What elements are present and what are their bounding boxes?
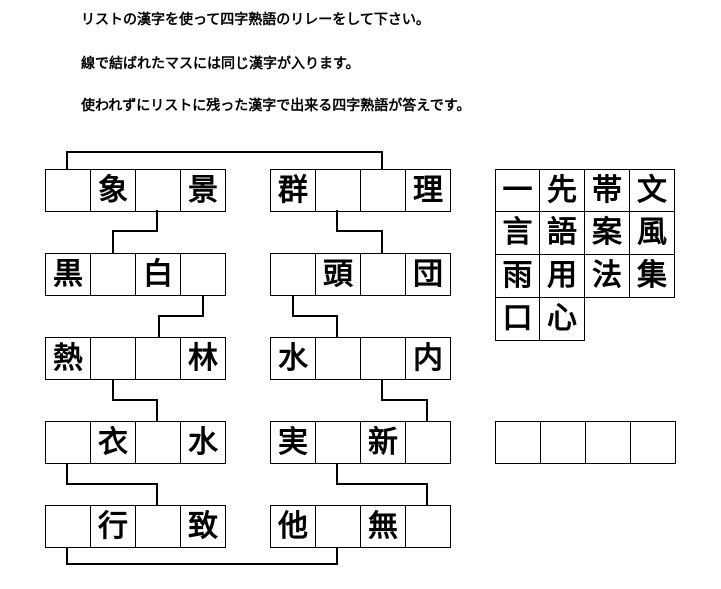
kanji-list-item[interactable]: 風 [630, 212, 675, 255]
link-line [112, 379, 158, 421]
link-line [66, 547, 338, 565]
kanji-list-item[interactable]: 心 [540, 298, 585, 341]
answer-cell[interactable] [496, 421, 541, 464]
kanji-list-item[interactable]: 用 [540, 255, 585, 298]
kanji-cell[interactable] [46, 169, 91, 212]
right-word-row-3: 水 内 [270, 337, 451, 380]
link-line [336, 463, 428, 505]
kanji-cell[interactable]: 無 [361, 505, 406, 548]
kanji-list-item[interactable]: 雨 [495, 255, 540, 298]
kanji-cell[interactable]: 水 [181, 421, 226, 464]
kanji-cell[interactable] [316, 169, 361, 212]
kanji-cell[interactable] [361, 337, 406, 380]
kanji-list-item[interactable]: 語 [540, 212, 585, 255]
kanji-cell[interactable] [136, 505, 181, 548]
kanji-list-item[interactable]: 帯 [585, 169, 630, 212]
kanji-list-item[interactable]: 一 [495, 169, 540, 212]
kanji-cell[interactable]: 黒 [46, 253, 91, 296]
kanji-list-item[interactable]: 法 [585, 255, 630, 298]
kanji-cell[interactable]: 熱 [46, 337, 91, 380]
kanji-cell[interactable]: 理 [406, 169, 451, 212]
link-line [66, 151, 383, 169]
kanji-cell[interactable] [361, 169, 406, 212]
left-word-row-3: 熱 林 [45, 337, 226, 380]
kanji-list-item[interactable]: 文 [630, 169, 675, 212]
kanji-cell[interactable] [316, 337, 361, 380]
link-line [381, 379, 428, 421]
instruction-line-1: リストの漢字を使って四字熟語のリレーをして下さい。 [81, 12, 430, 28]
kanji-cell[interactable] [361, 253, 406, 296]
right-word-row-1: 群 理 [270, 169, 451, 212]
kanji-cell[interactable]: 他 [271, 505, 316, 548]
right-word-row-5: 他 無 [270, 505, 451, 548]
kanji-cell[interactable] [46, 505, 91, 548]
kanji-cell[interactable] [406, 421, 451, 464]
kanji-cell[interactable] [136, 169, 181, 212]
kanji-list-item[interactable]: 案 [585, 212, 630, 255]
right-word-row-2: 頭 団 [270, 253, 451, 296]
answer-cell[interactable] [631, 421, 676, 464]
kanji-cell[interactable] [406, 505, 451, 548]
kanji-cell[interactable]: 内 [406, 337, 451, 380]
kanji-cell[interactable]: 致 [181, 505, 226, 548]
link-line [336, 210, 383, 253]
kanji-cell[interactable]: 頭 [316, 253, 361, 296]
link-line [292, 295, 338, 337]
left-word-row-2: 黒 白 [45, 253, 226, 296]
kanji-cell[interactable]: 象 [91, 169, 136, 212]
kanji-cell[interactable] [91, 337, 136, 380]
kanji-list-item[interactable]: 先 [540, 169, 585, 212]
kanji-list-item[interactable]: 言 [495, 212, 540, 255]
kanji-cell[interactable] [316, 421, 361, 464]
answer-cell[interactable] [541, 421, 586, 464]
kanji-cell[interactable]: 行 [91, 505, 136, 548]
left-word-row-1: 象 景 [45, 169, 226, 212]
kanji-cell[interactable] [136, 421, 181, 464]
link-line [112, 210, 158, 253]
instruction-line-2: 線で結ばれたマスには同じ漢字が入ります。 [81, 56, 360, 72]
kanji-cell[interactable]: 実 [271, 421, 316, 464]
instruction-line-3: 使われずにリストに残った漢字で出来る四字熟語が答えです。 [81, 98, 471, 114]
kanji-cell[interactable]: 林 [181, 337, 226, 380]
kanji-cell[interactable] [136, 337, 181, 380]
right-word-row-4: 実 新 [270, 421, 451, 464]
link-line [66, 463, 158, 505]
kanji-cell[interactable]: 白 [136, 253, 181, 296]
kanji-cell[interactable] [46, 421, 91, 464]
kanji-cell[interactable]: 団 [406, 253, 451, 296]
answer-cell[interactable] [586, 421, 631, 464]
kanji-cell[interactable]: 衣 [91, 421, 136, 464]
kanji-list: 一 先 帯 文 言 語 案 風 雨 用 法 集 口 心 [495, 169, 676, 341]
kanji-cell[interactable]: 新 [361, 421, 406, 464]
answer-row [495, 421, 676, 464]
kanji-cell[interactable]: 群 [271, 169, 316, 212]
kanji-cell[interactable]: 水 [271, 337, 316, 380]
kanji-cell[interactable] [316, 505, 361, 548]
kanji-cell[interactable] [181, 253, 226, 296]
kanji-cell[interactable] [91, 253, 136, 296]
link-line [158, 295, 204, 337]
kanji-list-item[interactable]: 集 [630, 255, 675, 298]
kanji-list-item[interactable]: 口 [495, 298, 540, 341]
kanji-cell[interactable] [271, 253, 316, 296]
left-word-row-5: 行 致 [45, 505, 226, 548]
kanji-cell[interactable]: 景 [181, 169, 226, 212]
left-word-row-4: 衣 水 [45, 421, 226, 464]
